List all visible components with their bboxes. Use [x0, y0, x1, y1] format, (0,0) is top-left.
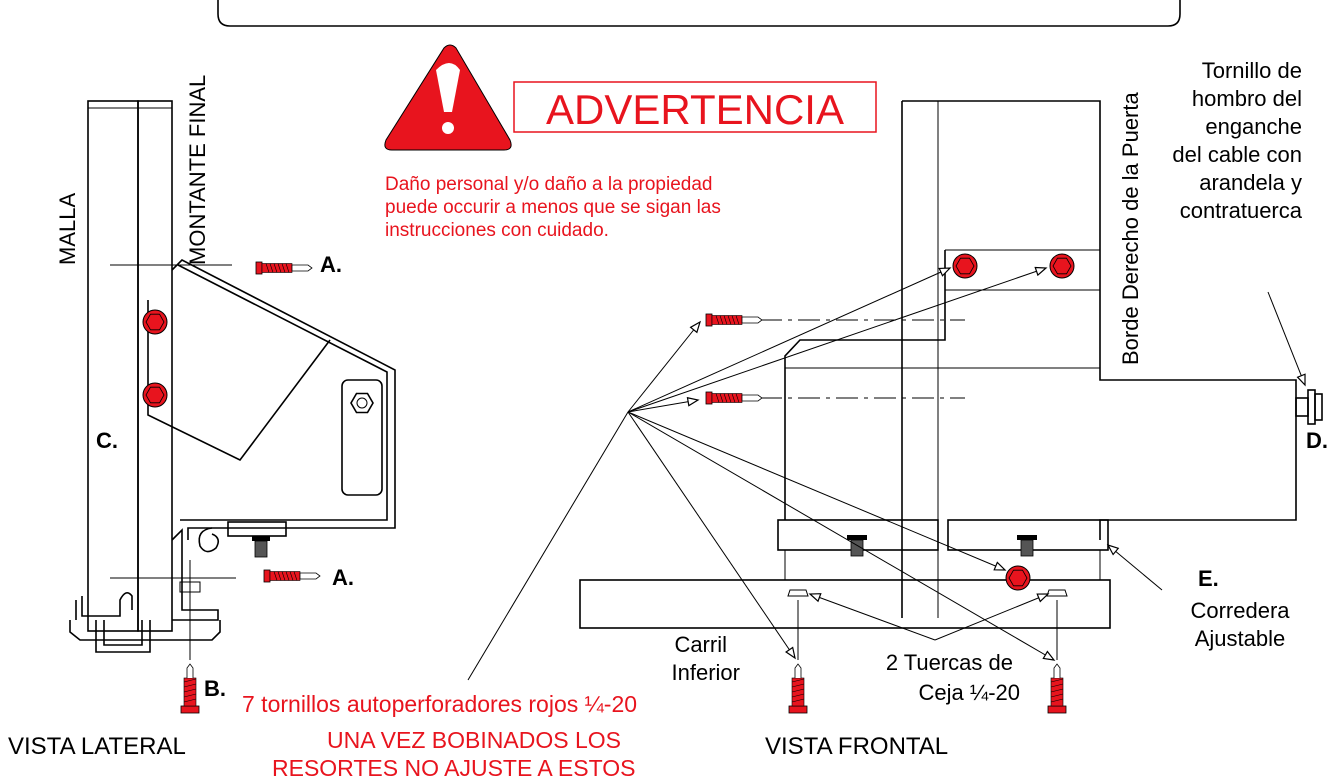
- label-d: D.: [1306, 428, 1328, 453]
- warning-title: ADVERTENCIA: [546, 86, 844, 133]
- tornillo-label-line: contratuerca: [1180, 198, 1303, 223]
- red-bolt-head-icon: [142, 382, 168, 408]
- label-b: B.: [204, 676, 226, 701]
- label-c: C.: [96, 428, 118, 453]
- corredera-label-line: Corredera: [1190, 598, 1290, 623]
- warning-title-box: [513, 81, 877, 133]
- red-screw-icon: [180, 663, 200, 714]
- side-view-drawing: [69, 100, 396, 660]
- red-screw-icon: [788, 663, 808, 714]
- leader-lines: [467, 266, 1306, 681]
- carril-label-line: Inferior: [672, 660, 740, 685]
- red-screw-icon: [255, 261, 313, 275]
- malla-label: MALLA: [55, 193, 80, 265]
- top-frame: [217, 0, 1181, 27]
- tuercas-label-line: Ceja ¼-20: [918, 680, 1020, 705]
- label-a-bottom: A.: [332, 565, 354, 590]
- red-screw-icon: [1047, 663, 1067, 714]
- tornillo-label-line: del cable con: [1172, 142, 1302, 167]
- tornillo-label-line: Tornillo de: [1202, 58, 1302, 83]
- screws-note: 7 tornillos autoperforadores rojos ¼-20: [242, 691, 637, 717]
- tuercas-label-line: 2 Tuercas de: [886, 650, 1013, 675]
- adjust-warning-line: RESORTES NO AJUSTE A ESTOS: [272, 755, 635, 780]
- red-screw-icon: [705, 313, 763, 327]
- corredera-label-line: Ajustable: [1195, 626, 1286, 651]
- red-bolt-head-icon: [1049, 253, 1075, 279]
- red-bolt-head-icon: [952, 253, 978, 279]
- red-screw-icon: [263, 569, 321, 583]
- borde-derecho-label: Borde Derecho de la Puerta: [1118, 92, 1143, 365]
- warning-text-line: puede occurir a menos que se sigan las: [385, 197, 721, 218]
- side-view-caption: VISTA LATERAL: [8, 733, 186, 760]
- warning-text-line: instrucciones con cuidado.: [385, 220, 609, 241]
- front-view-drawing: [579, 100, 1323, 660]
- red-bolt-head-icon: [142, 309, 168, 335]
- label-a-top: A.: [320, 252, 342, 277]
- front-view-caption: VISTA FRONTAL: [765, 733, 948, 760]
- red-bolt-head-icon: [1005, 565, 1031, 591]
- nut-icon: [350, 392, 374, 414]
- adjust-warning-line: UNA VEZ BOBINADOS LOS: [327, 727, 621, 753]
- red-screw-icon: [705, 391, 763, 405]
- label-e: E.: [1198, 566, 1219, 591]
- carril-label-line: Carril: [674, 632, 727, 657]
- tornillo-label-line: hombro del: [1192, 86, 1302, 111]
- tornillo-label-line: enganche: [1205, 114, 1302, 139]
- montante-final-label: MONTANTE FINAL: [185, 75, 210, 265]
- tornillo-label-line: arandela y: [1199, 170, 1302, 195]
- warning-triangle-icon: [384, 44, 512, 151]
- warning-text-line: Daño personal y/o daño a la propiedad: [385, 174, 712, 195]
